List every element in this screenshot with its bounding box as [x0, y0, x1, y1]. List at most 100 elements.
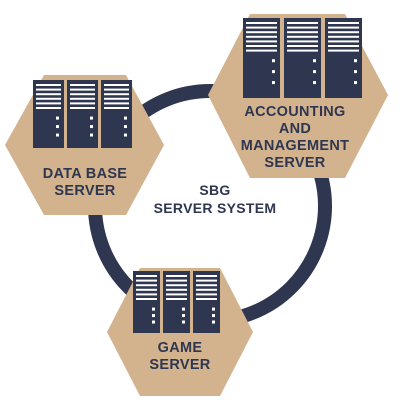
game-server-rack-icon	[133, 271, 220, 333]
server-unit-vent	[166, 298, 187, 300]
server-unit-vent	[196, 288, 217, 291]
server-unit-led	[56, 125, 59, 129]
server-unit-led	[90, 125, 93, 129]
server-unit-led	[124, 116, 127, 120]
server-unit-led	[90, 116, 93, 120]
server-unit-vent	[104, 97, 129, 100]
server-unit-vent	[104, 93, 129, 96]
server-unit-vent	[328, 31, 359, 34]
server-unit-vent	[36, 93, 61, 96]
server-unit-vent	[287, 31, 318, 34]
server-unit-led	[182, 320, 185, 324]
server-unit-vent	[136, 275, 157, 277]
server-unit	[325, 18, 362, 98]
accounting-server-label-line-1: ACCOUNTING	[244, 104, 346, 120]
server-unit-vent	[246, 35, 277, 38]
server-unit-vent	[287, 40, 318, 43]
system-title-line-2: SERVER SYSTEM	[153, 200, 277, 216]
accounting-server-label: ACCOUNTING AND MANAGEMENT SERVER	[220, 104, 370, 172]
accounting-server-label-line-3: MANAGEMENT	[240, 138, 350, 154]
server-unit-led	[152, 320, 155, 324]
server-unit-vent	[196, 293, 217, 296]
server-unit-vent	[196, 279, 217, 282]
server-unit-led	[354, 70, 357, 74]
server-unit-vent	[166, 288, 187, 291]
server-unit-vent	[328, 26, 359, 29]
server-unit-vent	[196, 284, 217, 287]
server-unit-led	[212, 307, 215, 311]
server-unit-led	[152, 307, 155, 311]
server-unit-vent	[70, 102, 95, 105]
server-unit-vent	[70, 93, 95, 96]
server-unit-vent	[328, 45, 359, 47]
server-unit-vent	[246, 40, 277, 43]
server-unit-led	[182, 307, 185, 311]
server-unit-led	[272, 70, 275, 74]
server-unit-vent	[328, 35, 359, 38]
game-server-label: GAME SERVER	[120, 340, 240, 374]
server-unit-vent	[70, 107, 95, 109]
system-title-line-1: SBG	[199, 182, 231, 198]
system-title: SBG SERVER SYSTEM	[130, 181, 300, 217]
server-unit-led	[124, 133, 127, 137]
server-unit-vent	[196, 275, 217, 277]
server-unit-vent	[166, 275, 187, 277]
server-unit-vent	[70, 97, 95, 100]
server-unit-led	[56, 133, 59, 137]
database-server-rack-icon	[33, 80, 132, 148]
accounting-server-label-line-4: SERVER	[264, 155, 326, 171]
server-unit-vent	[36, 84, 61, 86]
server-unit-vent	[287, 45, 318, 47]
server-unit-vent	[136, 284, 157, 287]
server-unit-vent	[70, 84, 95, 86]
server-unit-vent	[246, 31, 277, 34]
database-server-label: DATA BASE SERVER	[25, 166, 145, 200]
server-unit-vent	[287, 26, 318, 29]
server-unit-led	[212, 320, 215, 324]
server-unit-vent	[136, 288, 157, 291]
game-server-label-line-1: GAME	[157, 340, 203, 356]
server-unit-vent	[36, 88, 61, 91]
server-unit-vent	[246, 26, 277, 29]
server-unit-led	[124, 125, 127, 129]
server-unit-vent	[136, 279, 157, 282]
accounting-server-rack-icon	[243, 18, 362, 98]
server-unit-vent	[246, 45, 277, 47]
server-unit-led	[354, 59, 357, 63]
server-unit-vent	[328, 40, 359, 43]
server-unit-led	[56, 116, 59, 120]
server-unit	[33, 80, 64, 148]
server-unit	[284, 18, 321, 98]
server-unit-vent	[287, 49, 318, 52]
server-unit-vent	[287, 35, 318, 38]
server-unit-vent	[196, 298, 217, 300]
server-unit-led	[182, 314, 185, 318]
server-unit-led	[272, 81, 275, 85]
server-unit-vent	[328, 49, 359, 52]
server-unit-vent	[70, 88, 95, 91]
server-unit-vent	[166, 284, 187, 287]
server-unit-led	[313, 70, 316, 74]
server-unit	[243, 18, 280, 98]
server-unit-led	[313, 81, 316, 85]
server-unit-vent	[104, 88, 129, 91]
server-unit-led	[152, 314, 155, 318]
game-server-label-line-2: SERVER	[149, 357, 211, 373]
server-unit-vent	[104, 84, 129, 86]
server-unit	[67, 80, 98, 148]
server-unit-vent	[166, 293, 187, 296]
server-unit-vent	[136, 293, 157, 296]
server-unit-vent	[36, 107, 61, 109]
database-server-label-line-1: DATA BASE	[42, 166, 128, 182]
server-unit-vent	[36, 97, 61, 100]
server-unit-vent	[246, 22, 277, 24]
server-unit-vent	[104, 107, 129, 109]
server-unit-vent	[136, 298, 157, 300]
server-unit-led	[272, 59, 275, 63]
server-unit-led	[212, 314, 215, 318]
server-unit-led	[90, 133, 93, 137]
server-unit-vent	[246, 49, 277, 52]
server-unit-vent	[328, 22, 359, 24]
